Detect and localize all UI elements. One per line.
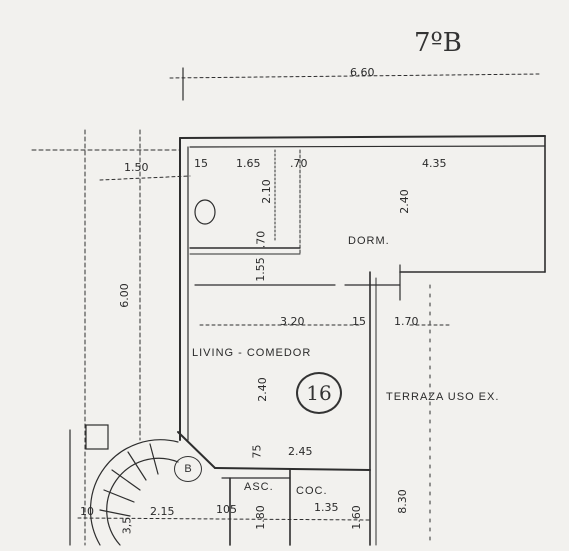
left-dimension-line [31,129,191,546]
interior-partitions [189,149,451,546]
stair-marker: B [184,463,192,475]
toilet-fixture [194,199,216,225]
dim-total-width: 6.60 [350,66,375,79]
dim-left-offset: 1.50 [124,161,149,174]
dim-15: 15 [194,157,208,170]
dim-105: 105 [216,503,237,516]
dim-2-15: 2.15 [150,505,175,518]
dim-3-5: 3,5 [120,516,134,535]
dim-4-35: 4.35 [422,157,447,170]
dim-1-55: 1.55 [253,257,267,282]
dim-15b: 15 [352,315,366,328]
dim-2-40-right: 2.40 [397,189,411,214]
dim-3-20: 3.20 [280,315,305,328]
dim-75: 75 [250,444,264,459]
stair-marker-badge: B [174,456,202,482]
room-label-living: LIVING - COMEDOR [192,347,312,359]
dim-1-35: 1.35 [314,501,339,514]
room-label-dorm: DORM. [348,235,390,247]
unit-label: 7ºB [414,28,462,58]
dim-6-00: 6.00 [117,283,131,308]
unit-number: 16 [306,381,332,405]
dim-8-30: 8.30 [395,489,409,514]
spiral-stair [69,424,179,546]
dim-1-65: 1.65 [236,157,261,170]
dim-1-70: 1.70 [394,315,419,328]
dim-2-45: 2.45 [288,445,313,458]
exterior-walls [179,135,546,441]
top-dimension-line [169,67,541,101]
dim-1-60: 1.60 [349,505,363,530]
dim-2-10: 2.10 [259,179,273,204]
room-label-terraza: TERRAZA USO EX. [386,391,500,403]
dim-70-top: .70 [290,157,308,170]
dim-10: 10 [80,505,94,518]
room-label-coc: COC. [296,485,328,497]
unit-number-badge: 16 [296,372,342,414]
dim-1-80: 1.80 [253,505,267,530]
dim-2-40-living: 2.40 [255,377,269,402]
dim-70-mid: .70 [254,230,268,249]
room-label-asc: ASC. [244,481,274,493]
kitchen-walls [77,431,371,546]
